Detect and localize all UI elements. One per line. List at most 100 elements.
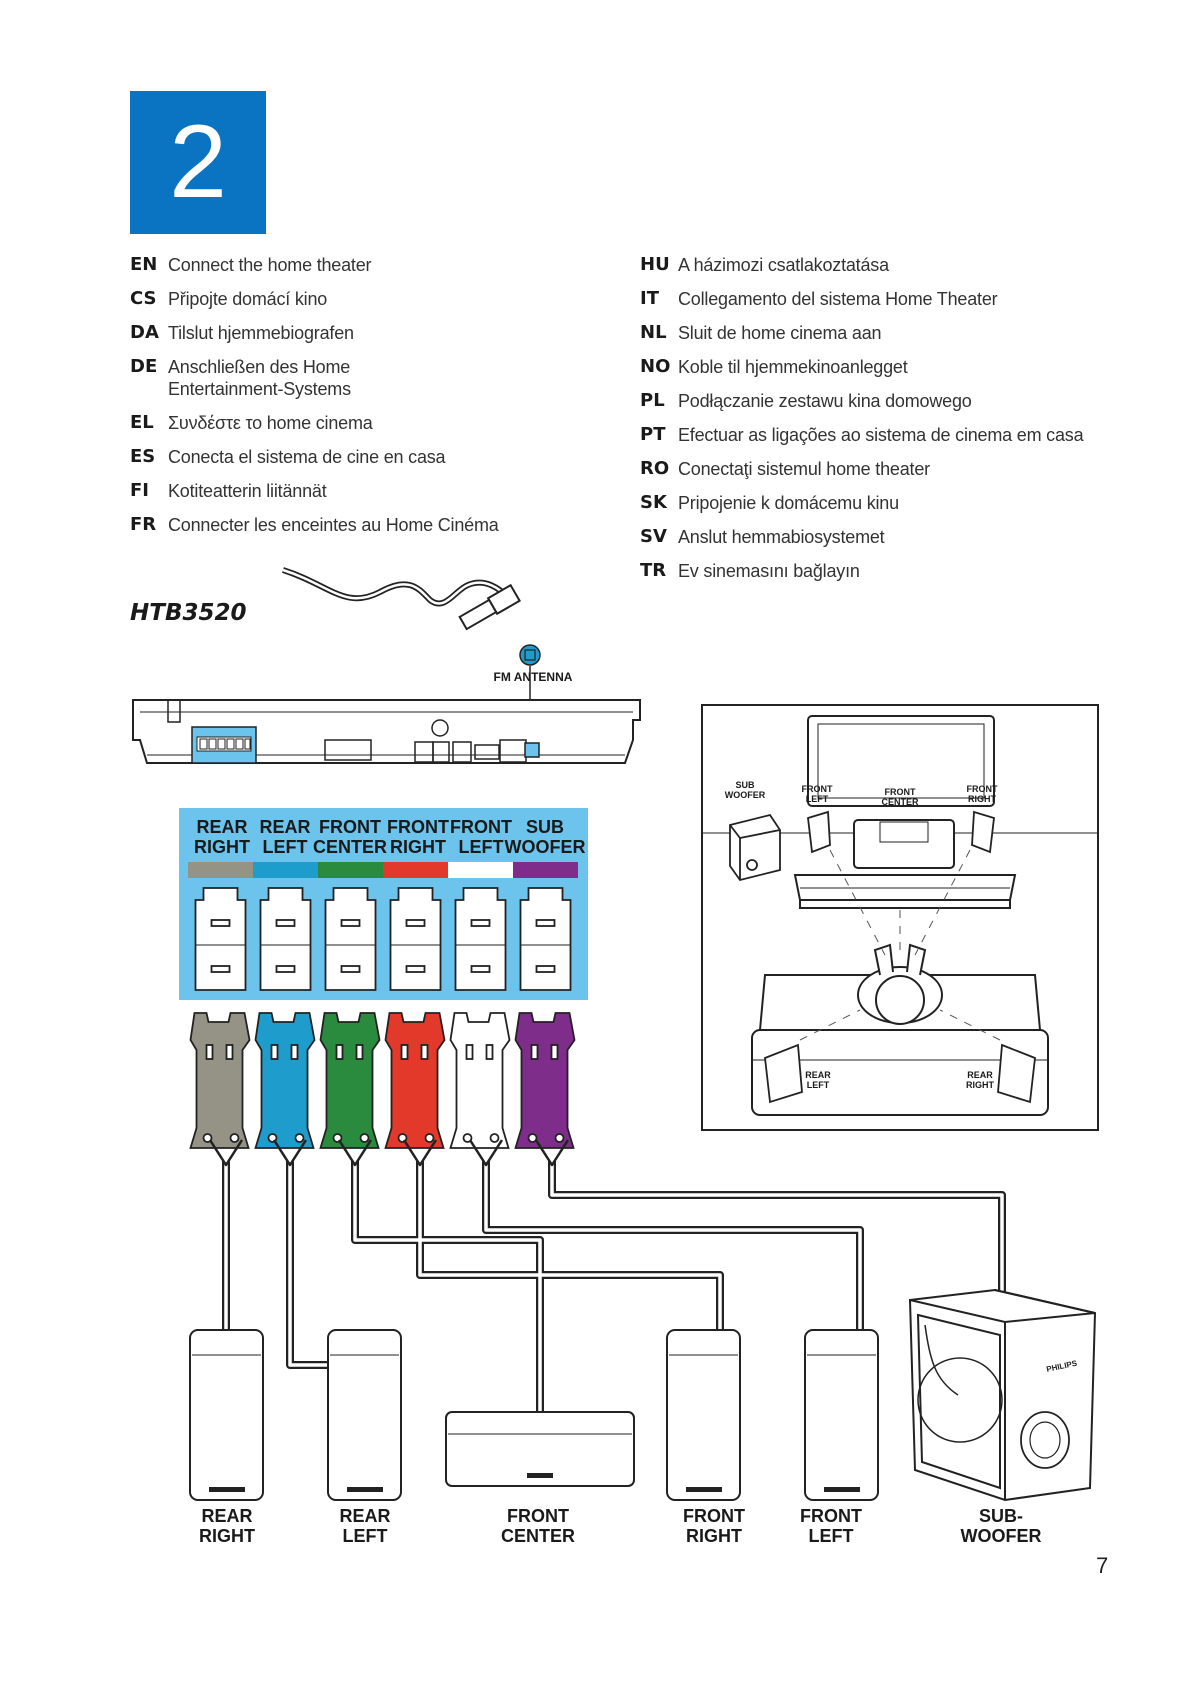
connector-socket	[389, 887, 442, 991]
connector-color-strip	[253, 862, 318, 878]
language-code: EL	[130, 412, 154, 433]
language-code: IT	[640, 288, 659, 309]
main-unit-back-panel	[132, 699, 641, 764]
speaker-front-left	[804, 1329, 879, 1501]
speaker-front-right	[666, 1329, 741, 1501]
connector-color-strip	[188, 862, 253, 878]
connector-label: RIGHT	[390, 837, 446, 857]
speaker-label: SUB-	[979, 1506, 1023, 1526]
connector-color-strip	[318, 862, 383, 878]
language-row: NL Sluit de home cinema aan	[640, 322, 1110, 344]
connector-label: SUB	[526, 817, 564, 837]
speaker-label: RIGHT	[199, 1526, 255, 1546]
speaker-label: FRONT	[800, 1506, 862, 1526]
connector-label: WOOFER	[505, 837, 586, 857]
language-code: DE	[130, 356, 158, 377]
connector-label: RIGHT	[194, 837, 250, 857]
tv-stand	[793, 819, 1017, 909]
room-label: REAR	[805, 1070, 831, 1080]
connector-label: FRONT	[450, 817, 512, 837]
connector-label: FRONT	[387, 817, 449, 837]
connector-socket	[454, 887, 507, 991]
room-label: REAR	[967, 1070, 993, 1080]
language-code: RO	[640, 458, 670, 479]
speaker-labels: REAR RIGHT REAR LEFT FRONT CENTER FRONT …	[199, 1506, 1042, 1546]
model-name: HTB3520	[130, 600, 247, 626]
language-text: Sluit de home cinema aan	[678, 323, 882, 343]
language-code: NL	[640, 322, 667, 343]
language-code: DA	[130, 322, 159, 343]
connector-socket	[259, 887, 312, 991]
language-row: FI Kotiteatterin liitännät	[130, 480, 600, 502]
language-text: Efectuar as ligações ao sistema de cinem…	[678, 425, 1084, 445]
speaker-plugs	[189, 1012, 576, 1149]
language-row: EL Συνδέστε το home cinema	[130, 412, 600, 434]
language-text: Conecta el sistema de cine en casa	[168, 447, 446, 467]
language-text: Podłączanie zestawu kina domowego	[678, 391, 972, 411]
language-code: TR	[640, 560, 667, 581]
connector-color-strip	[448, 862, 513, 878]
fm-antenna-label: FM ANTENNA	[494, 670, 573, 684]
language-text: Conectaţi sistemul home theater	[678, 459, 930, 479]
language-text: Anschließen des Home Entertainment-Syste…	[168, 357, 351, 399]
fm-antenna-port-icon	[519, 644, 541, 666]
language-text: Συνδέστε το home cinema	[168, 413, 373, 433]
speaker-plug	[254, 1012, 316, 1149]
language-text: Koble til hjemmekinoanlegget	[678, 357, 908, 377]
language-code: CS	[130, 288, 157, 309]
room-label: SUB	[735, 780, 755, 790]
language-text: Anslut hemmabiosystemet	[678, 527, 885, 547]
language-code: SV	[640, 526, 667, 547]
speaker-label: LEFT	[809, 1526, 854, 1546]
fm-antenna-cable	[282, 567, 521, 631]
language-text: Connecter les enceintes au Home Cinéma	[168, 515, 499, 535]
speaker-label: WOOFER	[961, 1526, 1042, 1546]
language-code: FI	[130, 480, 149, 501]
language-row: TR Ev sinemasını bağlayın	[640, 560, 1110, 582]
speaker-cables	[208, 1139, 1006, 1412]
connector-color-strip	[383, 862, 448, 878]
inset-front-right-speaker	[971, 810, 995, 854]
language-text: Připojte domácí kino	[168, 289, 328, 309]
connector-label: FRONT	[319, 817, 381, 837]
speaker-label: FRONT	[507, 1506, 569, 1526]
inset-person	[857, 943, 943, 1025]
room-label: FRONT	[967, 784, 998, 794]
speaker-rear-right	[189, 1329, 264, 1501]
room-layout-inset: SUB WOOFER FRONT LEFT FRONT CENTER FRONT…	[701, 704, 1099, 1131]
speaker-plug	[384, 1012, 446, 1149]
speaker-plug	[189, 1012, 251, 1149]
language-code: HU	[640, 254, 670, 275]
tv-icon	[807, 715, 995, 807]
language-row: EN Connect the home theater	[130, 254, 600, 276]
inset-rear-left-speaker	[764, 1043, 803, 1104]
language-text: Ev sinemasını bağlayın	[678, 561, 860, 581]
speaker-label: RIGHT	[686, 1526, 742, 1546]
connector-color-strip	[513, 862, 578, 878]
inset-rear-right-speaker	[997, 1043, 1036, 1104]
speaker-subwoofer: PHILIPS	[908, 1288, 1097, 1502]
room-label: FRONT	[885, 787, 916, 797]
language-text: Tilslut hjemmebiografen	[168, 323, 354, 343]
language-row: DE Anschließen des Home Entertainment-Sys…	[130, 356, 600, 400]
speaker-label: CENTER	[501, 1526, 575, 1546]
language-text: A házimozi csatlakoztatása	[678, 255, 889, 275]
language-code: EN	[130, 254, 158, 275]
room-label: RIGHT	[966, 1080, 995, 1090]
language-text: Connect the home theater	[168, 255, 372, 275]
language-row: HU A házimozi csatlakoztatása	[640, 254, 1110, 276]
language-text: Kotiteatterin liitännät	[168, 481, 327, 501]
room-label: LEFT	[807, 1080, 830, 1090]
connector-label: LEFT	[459, 837, 504, 857]
connector-label: REAR	[259, 817, 310, 837]
inset-front-left-speaker	[807, 810, 831, 854]
language-code: PT	[640, 424, 666, 445]
speaker-label: FRONT	[683, 1506, 745, 1526]
